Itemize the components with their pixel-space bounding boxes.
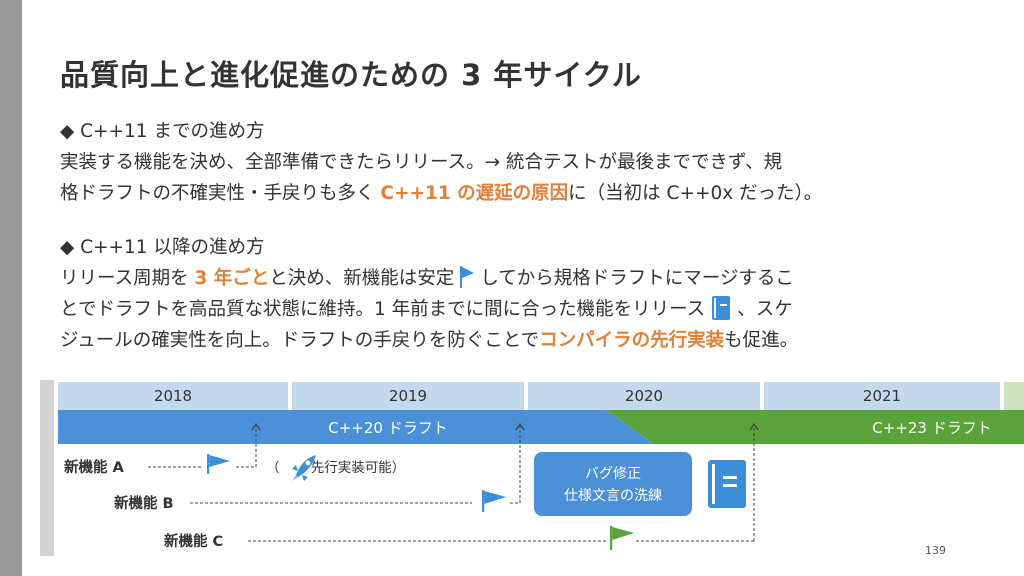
section2-heading: ◆ C++11 以降の進め方 [60, 237, 265, 258]
section2-line1-b: と決め、新機能は安定 [269, 268, 455, 289]
feature-a-label: 新機能 A [64, 458, 125, 476]
cpp11-delay-highlight: C++11 の遅延の原因 [380, 183, 569, 204]
year-2018: 2018 [58, 382, 288, 410]
section2-line2: とでドラフトを高品質な状態に維持。1 年前までに間に合った機能をリリース 、スケ [60, 294, 798, 325]
section2-line3: ジュールの確実性を向上。ドラフトの手戻りを防ぐことでコンパイラの先行実装も促進。 [60, 325, 798, 356]
bugfix-box [534, 452, 692, 516]
page-number: 139 [925, 544, 946, 557]
flag-icon-feature-c [610, 526, 634, 550]
section2-line3-b: も促進。 [724, 330, 799, 351]
feature-b-label: 新機能 B [114, 494, 174, 512]
section2-line2-a: とでドラフトを高品質な状態に維持。1 年前までに間に合った機能をリリース [60, 299, 706, 320]
spec-book-icon-timeline [708, 460, 746, 508]
cpp20-draft-label: C++20 ドラフト [328, 419, 447, 437]
section2-line2-b: 、スケ [737, 299, 793, 320]
year-2021: 2021 [764, 382, 1000, 410]
section1-line2-a: 格ドラフトの不確実性・手戻りも多く [60, 183, 381, 204]
section-cpp11-after: ◆ C++11 以降の進め方 リリース周期を 3 年ごとと決め、新機能は安定 して… [60, 232, 798, 356]
compiler-early-impl-highlight: コンパイラの先行実装 [539, 330, 725, 351]
section2-line1-a: リリース周期を [60, 268, 195, 289]
timeline-diagram: C++20 ドラフト C++23 ドラフト 新機能 A 新機能 B 新機能 C … [58, 410, 1024, 550]
section2-line1-c: してから規格ドラフトにマージするこ [480, 268, 794, 289]
section2-line3-a: ジュールの確実性を向上。ドラフトの手戻りを防ぐことで [60, 330, 540, 351]
section1-heading: ◆ C++11 までの進め方 [60, 121, 265, 142]
bugfix-label-2: 仕様文言の洗練 [564, 488, 662, 504]
section2-line1: リリース周期を 3 年ごとと決め、新機能は安定 してから規格ドラフトにマージするこ [60, 263, 798, 294]
section1-line1: 実装する機能を決め、全部準備できたらリリース。→ 統合テストが最後までできず、規 [60, 152, 783, 173]
section1-line2: 格ドラフトの不確実性・手戻りも多く C++11 の遅延の原因に（当初は C++0… [60, 178, 822, 209]
timeline-side-bar [40, 380, 54, 556]
release-timeline: 2018 2019 2020 2021 [40, 380, 1024, 560]
rocket-icon [292, 455, 316, 481]
feature-c-label: 新機能 C [164, 532, 223, 550]
section1-line2-b: に（当初は C++0x だった）。 [568, 183, 823, 204]
cpp20-draft-bar [58, 410, 654, 444]
cpp23-draft-label: C++23 ドラフト [872, 419, 991, 437]
year-2019: 2019 [292, 382, 524, 410]
year-next [1004, 382, 1024, 410]
flag-icon-feature-b [482, 490, 506, 512]
section-cpp11-before: ◆ C++11 までの進め方 実装する機能を決め、全部準備できたらリリース。→ … [60, 116, 822, 209]
cpp23-draft-bar [606, 410, 1024, 444]
flag-icon-feature-a [207, 454, 230, 474]
flag-icon [460, 266, 475, 288]
early-implementation-note: （ 先行実装可能） [266, 460, 405, 476]
year-2020: 2020 [528, 382, 760, 410]
bugfix-label-1: バグ修正 [585, 466, 641, 482]
three-year-highlight: 3 年ごと [194, 268, 270, 289]
spec-book-icon [712, 296, 731, 320]
left-accent-bar [0, 0, 22, 576]
page-title: 品質向上と進化促進のための 3 年サイクル [60, 58, 642, 92]
